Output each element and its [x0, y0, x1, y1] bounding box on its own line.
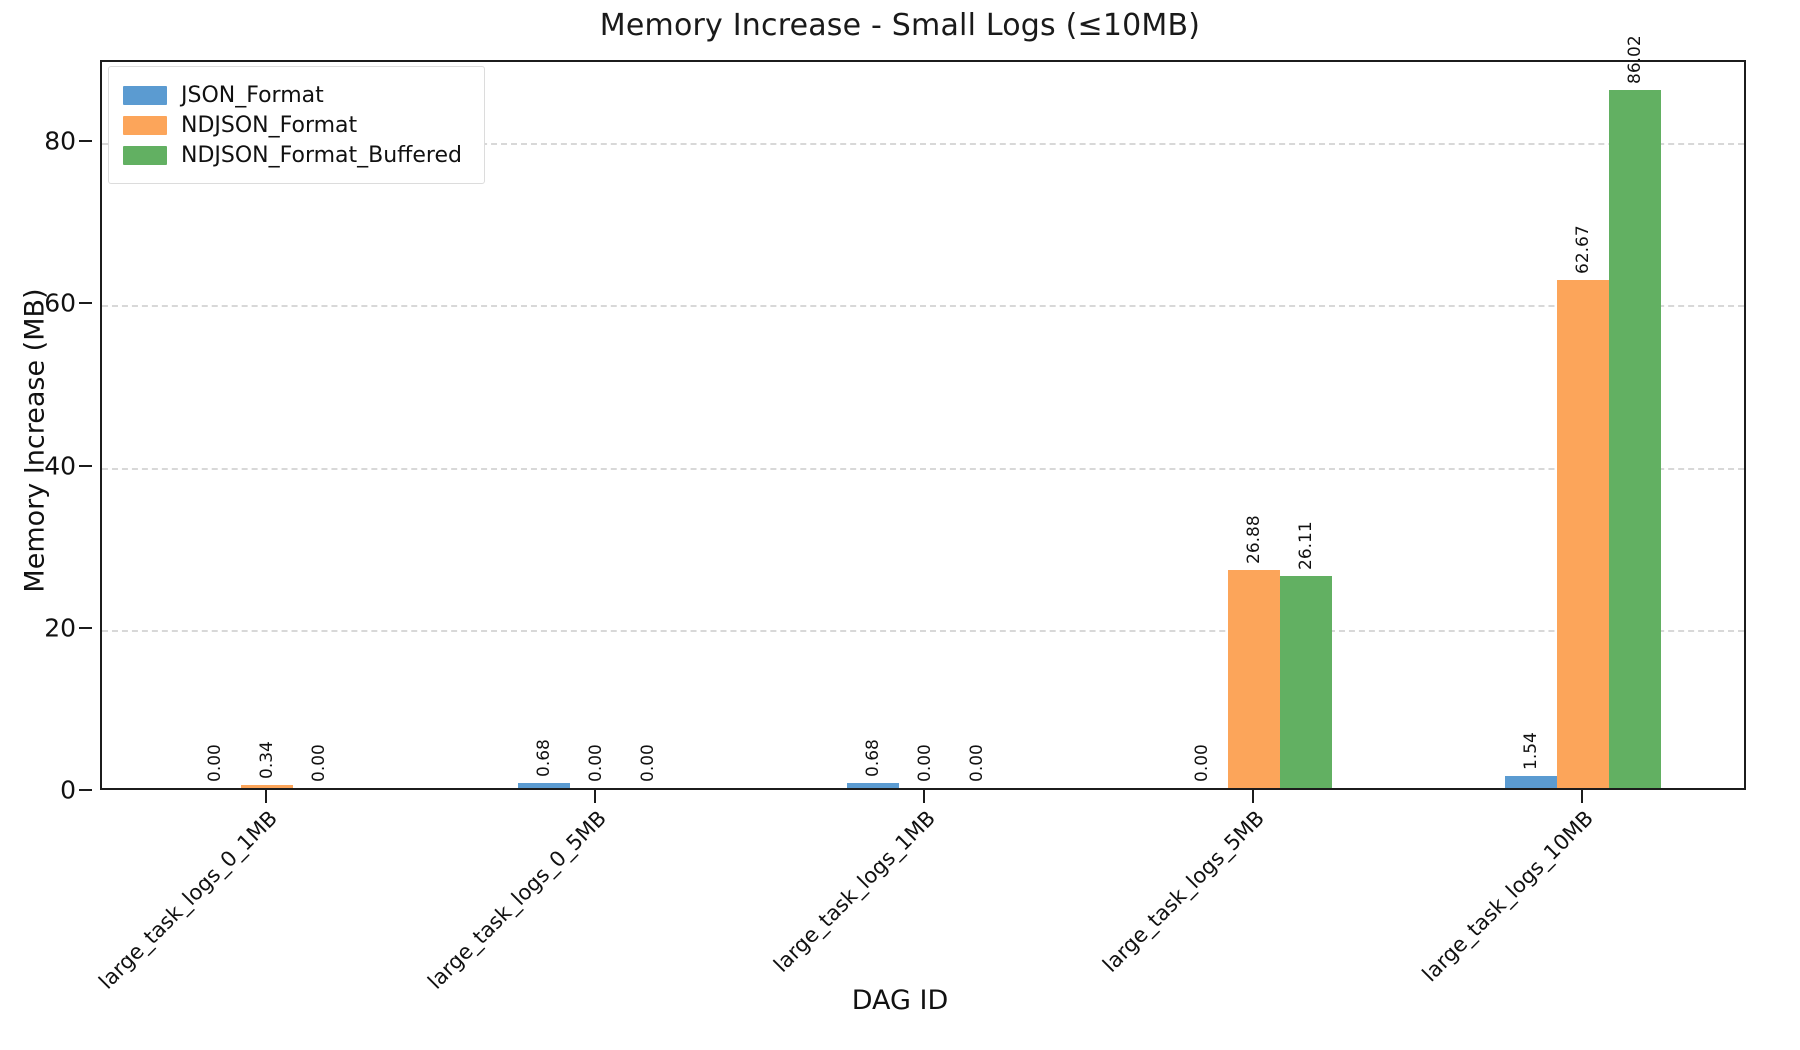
y-axis: Memory Increase (MB) 0 20 40 60 80 [0, 0, 100, 1050]
bar [517, 782, 570, 788]
legend-swatch-icon [123, 145, 167, 165]
x-tick-mark [923, 790, 925, 803]
x-tick-mark [593, 790, 596, 803]
x-tick-mark [1252, 790, 1255, 803]
bar-value-label: 0.00 [637, 744, 658, 782]
y-tick-label: 20 [44, 613, 76, 643]
bar [1609, 90, 1662, 788]
bar [1557, 279, 1610, 788]
x-tick-label: large_task_logs_10MB [1417, 806, 1599, 987]
bar [1228, 569, 1281, 788]
legend-label: NDJSON_Format [181, 112, 358, 138]
x-tick-label: large_task_logs_5MB [1098, 806, 1270, 977]
bar-value-label: 62.67 [1573, 225, 1594, 274]
legend-label: JSON_Format [181, 82, 324, 108]
bar-value-label: 0.00 [204, 744, 225, 782]
chart-title: Memory Increase - Small Logs (≤10MB) [599, 8, 1201, 43]
bar [1280, 576, 1333, 788]
bar-value-label: 26.88 [1244, 515, 1265, 564]
x-tick-label: large_task_logs_0_1MB [93, 806, 282, 994]
y-tick-mark [79, 140, 92, 143]
gridline [102, 143, 1744, 146]
bar-value-label: 0.68 [863, 738, 883, 777]
y-tick-label: 60 [44, 288, 76, 318]
bar-value-label: 0.00 [1192, 744, 1213, 782]
legend-item[interactable]: NDJSON_Format_Buffered [123, 140, 462, 170]
y-axis-title: Memory Increase (MB) [19, 288, 51, 593]
y-tick-mark [79, 626, 92, 629]
bar [847, 782, 899, 788]
gridline [102, 305, 1744, 308]
bar-value-label: 1.54 [1521, 731, 1542, 770]
y-tick-mark [79, 302, 92, 305]
bar-value-label: 0.00 [308, 744, 329, 782]
bar-value-label: 86.02 [1625, 35, 1646, 85]
legend-item[interactable]: NDJSON_Format [123, 110, 462, 140]
y-tick-label: 80 [44, 126, 76, 156]
bar-value-label: 26.11 [1296, 521, 1317, 571]
bar [1505, 775, 1558, 788]
y-tick-mark [79, 464, 92, 467]
legend-swatch-icon [123, 115, 167, 135]
x-tick-label: large_task_logs_0_5MB [422, 806, 611, 994]
y-tick-label: 0 [60, 775, 76, 805]
y-tick-label: 40 [44, 451, 76, 481]
bar-value-label: 0.34 [256, 741, 277, 780]
x-tick-mark [264, 790, 267, 803]
y-tick-mark [79, 789, 92, 791]
x-axis-title: DAG ID [851, 985, 949, 1016]
legend-label: NDJSON_Format_Buffered [181, 142, 462, 168]
bar [240, 785, 293, 788]
bar-value-label: 0.68 [533, 738, 554, 777]
gridline [102, 629, 1744, 632]
x-tick-mark [1581, 790, 1584, 803]
bar-value-label: 0.00 [967, 744, 987, 782]
bar-value-label: 0.00 [585, 744, 606, 782]
legend-swatch-icon [123, 85, 167, 105]
gridline [102, 467, 1744, 470]
bar-value-label: 0.00 [915, 744, 935, 782]
bar-group-container: 0.00 0.34 0.00 0.68 0.00 0.00 0.68 0.00 0.00 0.00… [102, 36, 1744, 788]
legend-item[interactable]: JSON_Format [123, 80, 462, 110]
y-gridlines [102, 62, 1744, 788]
x-tick-label: large_task_logs_1MB [769, 806, 940, 977]
